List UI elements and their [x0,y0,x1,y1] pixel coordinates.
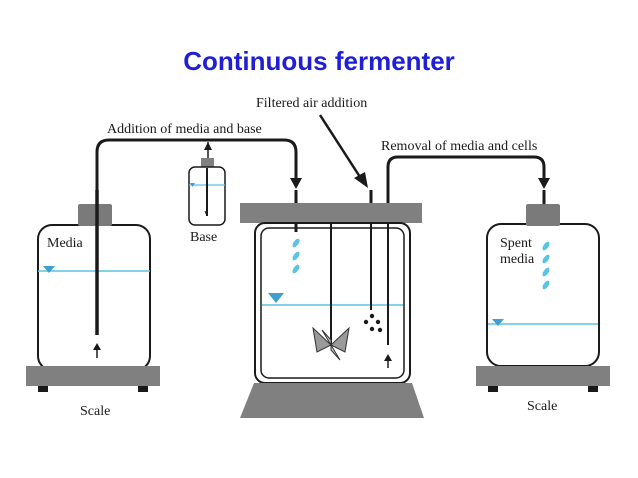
removal-label: Removal of media and cells [381,139,537,154]
feed-droplets [292,223,300,274]
impeller [312,326,350,361]
fermenter-base [240,383,424,418]
fermenter-lid [240,203,422,223]
media-liquid-level-icon [43,266,55,273]
fermenter-liquid-level-icon [268,293,284,303]
removal-tube [386,155,546,192]
filtered-air-label: Filtered air addition [256,96,367,111]
removal-arrow-icon [538,178,550,189]
base-bottle: Base [188,142,226,245]
media-base-addition-label: Addition of media and base [107,122,262,137]
media-feed-tube [95,138,298,192]
scale-right: Scale [476,366,610,414]
media-label: Media [47,236,84,251]
spent-label-line1: Spent [500,236,532,251]
scale-left: Scale [26,366,160,419]
media-reservoir: Media [37,190,151,371]
base-label: Base [190,230,217,245]
feed-arrow-icon [290,178,302,189]
spent-reservoir-cap [526,204,560,226]
spent-droplets [542,241,550,290]
fermenter-vessel [240,203,424,418]
spent-media-reservoir: Spent media [486,190,600,367]
harvest-flow-arrow [384,354,392,361]
air-bubbles [363,313,383,333]
scale-right-label: Scale [527,399,557,414]
air-inlet-arrow [318,114,362,178]
spent-label-line2: media [500,252,535,267]
media-reservoir-cap [78,204,112,226]
scale-left-label: Scale [80,404,110,419]
spent-liquid-level-icon [492,319,504,326]
page-title: Continuous fermenter [183,46,455,76]
